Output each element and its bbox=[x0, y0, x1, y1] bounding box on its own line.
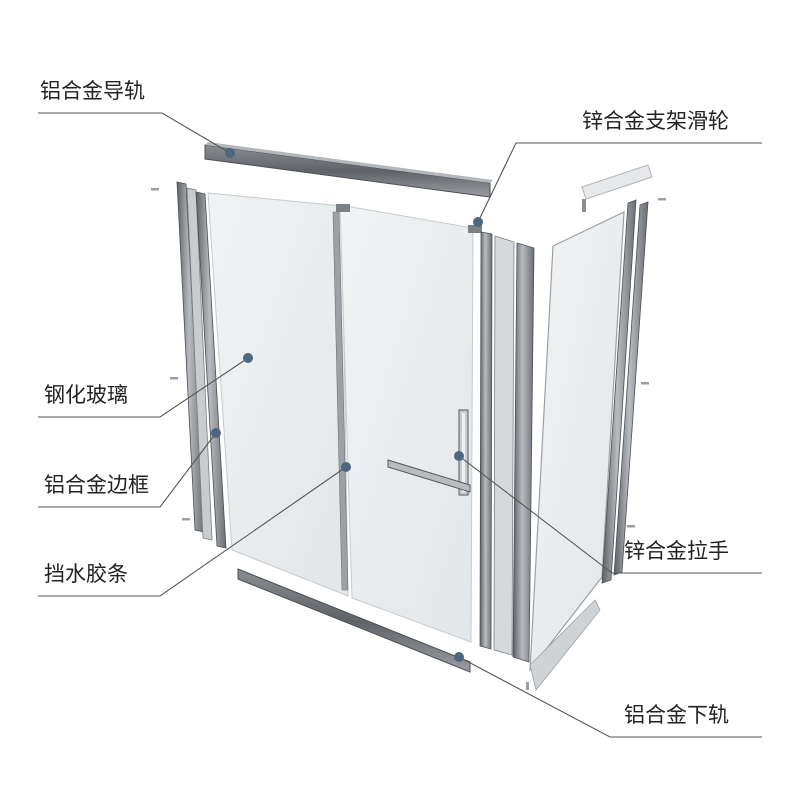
bottom-rail bbox=[237, 568, 471, 673]
left-wall-profile bbox=[176, 181, 227, 549]
dot-glass bbox=[243, 353, 253, 363]
dot-bracket-pulley bbox=[473, 217, 483, 227]
top-rail bbox=[204, 142, 493, 198]
dot-top-rail bbox=[225, 148, 235, 158]
dot-handle bbox=[454, 451, 464, 461]
dot-strip bbox=[341, 462, 351, 472]
fixed-glass-panel bbox=[207, 192, 349, 597]
sliding-glass-door bbox=[339, 204, 474, 643]
label-top-rail: 铝合金导轨 bbox=[40, 79, 145, 103]
label-aluminum-frame: 铝合金边框 bbox=[44, 473, 149, 497]
side-top-bracket bbox=[581, 164, 653, 212]
dot-bottom-rail bbox=[454, 652, 464, 662]
callout-dots bbox=[211, 148, 483, 662]
dot-frame bbox=[211, 428, 221, 438]
right-wall-profile bbox=[601, 199, 649, 584]
wall-screws bbox=[151, 188, 666, 690]
label-zinc-handle: 锌合金拉手 bbox=[624, 539, 729, 563]
center-profiles bbox=[479, 231, 535, 663]
side-glass-panel bbox=[529, 211, 625, 691]
door-handle bbox=[387, 409, 471, 496]
label-bottom-rail: 铝合金下轨 bbox=[624, 703, 729, 727]
pulley-brackets bbox=[336, 204, 482, 233]
label-waterproof-strip: 挡水胶条 bbox=[44, 562, 128, 586]
label-tempered-glass: 钢化玻璃 bbox=[44, 383, 128, 407]
label-zinc-bracket-pulley: 锌合金支架滑轮 bbox=[582, 109, 729, 133]
callout-leader-lines bbox=[38, 112, 762, 738]
